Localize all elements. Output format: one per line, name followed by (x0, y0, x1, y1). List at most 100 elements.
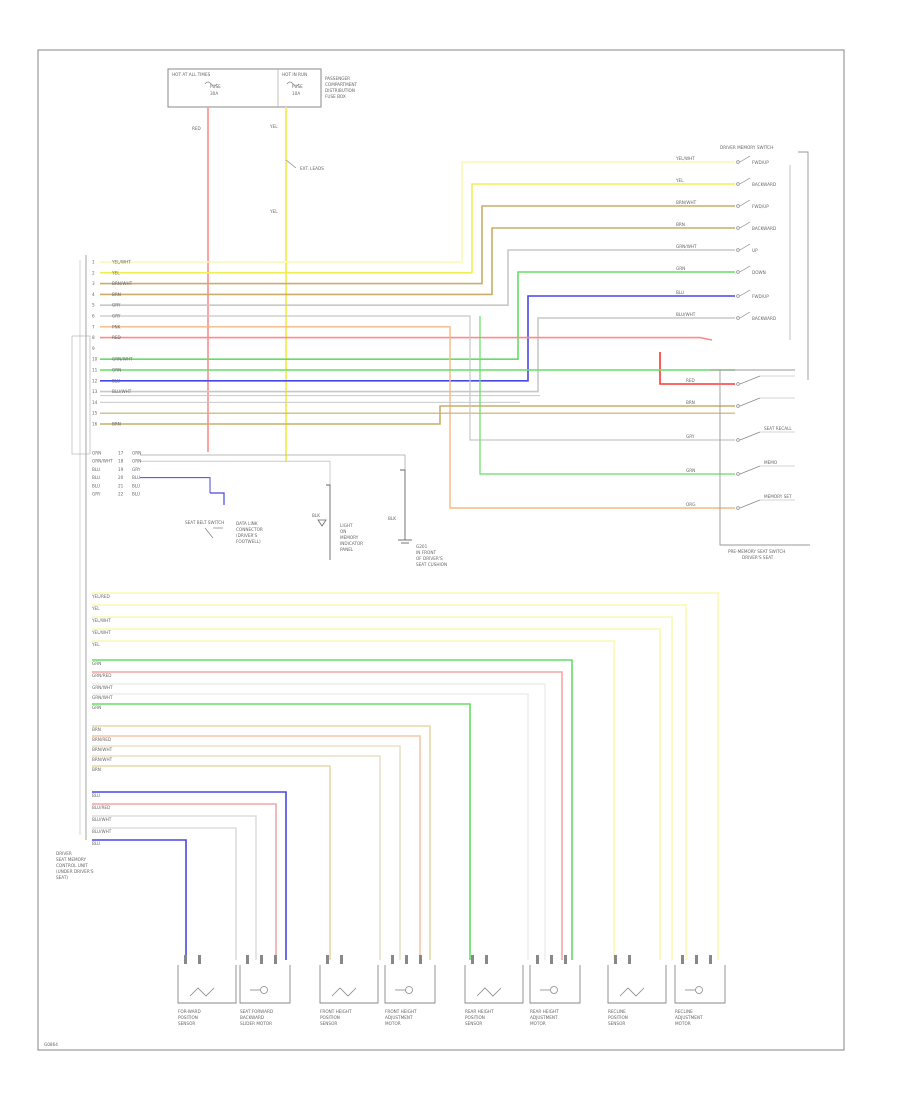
wire-yellow-1 (92, 604, 687, 960)
ground-2: OF DRIVER'S (416, 556, 443, 561)
motor-line2-7: ADJUSTMENT (675, 1015, 703, 1020)
wire-runs (92, 161, 735, 960)
motor-terminal-0-1 (198, 955, 201, 964)
motor-terminal-6-1 (628, 955, 631, 964)
top-switch-contact-7 (736, 316, 740, 320)
motor-outline-1 (239, 965, 291, 1004)
control-unit-bracket (71, 255, 91, 840)
lower-pin-left-21: BLU (92, 483, 100, 488)
top-switch-blade-4 (739, 243, 751, 251)
pre-memory-blade-3 (739, 465, 761, 475)
wire-red-to-switch (100, 336, 713, 341)
connector-pin-label-6: GRY (112, 314, 121, 319)
connector-pin-13: 13 (92, 389, 98, 394)
fuse-right-amps: 10A (292, 91, 300, 96)
wire-lower-2 (140, 477, 211, 493)
lower-pin-left-18: GRN/WHT (92, 459, 113, 464)
wire-orange-memset (100, 326, 735, 509)
wire-green-3 (92, 693, 529, 960)
connector-pin-14: 14 (92, 400, 98, 405)
lower-pin-left-22: GRY (92, 492, 101, 497)
fuse-right-fuse: FUSE (292, 84, 303, 89)
top-switch-contact-4 (736, 248, 740, 252)
motor-terminal-7-0 (681, 955, 684, 964)
wire-brown-switch (100, 405, 735, 425)
lower-pin-num-21: 21 (118, 483, 124, 488)
lower-pin-right-19: GRY (132, 467, 141, 472)
wire-tan-label-4: BRN (92, 767, 101, 772)
wire-tan-label-3: BRN/WHT (92, 757, 113, 762)
connector-pin-12: 12 (92, 378, 98, 383)
lower-pin-right-21: BLU (132, 483, 140, 488)
top-switch-contact-1 (736, 182, 740, 186)
top-switch-wire-label-7: BLU/WHT (676, 312, 696, 317)
diode-1: ON (340, 529, 346, 534)
connector-pin-8: 8 (92, 335, 95, 340)
ground-1: IN FRONT (416, 550, 436, 555)
wire-yellow-label-4: YEL (91, 642, 100, 647)
sensor-element-4 (476, 987, 502, 997)
wire-tan-3 (92, 755, 381, 960)
top-switch-pos-label-5: DOWN (752, 270, 766, 275)
top-switch-pos-label-3: BACKWARD (752, 226, 776, 231)
top-switch-pos-label-2: FWD/UP (752, 204, 769, 209)
connector-pin-9: 9 (92, 346, 95, 351)
connector-pin-6: 6 (92, 314, 95, 319)
wire-yellow-2 (92, 616, 673, 960)
pre-memory-blade-2 (739, 431, 761, 441)
pre-memory-label-3: MEMO (764, 460, 778, 465)
wire-green-label-1: GRN/RED (92, 673, 111, 678)
data-link-2: (DRIVER'S (236, 533, 258, 538)
motor-line2-3: ADJUSTMENT (385, 1015, 413, 1020)
wire-yellow-4 (92, 640, 615, 960)
top-switch-contact-2 (736, 204, 740, 208)
top-switch-contact-6 (736, 294, 740, 298)
label-blk-2: BLK (388, 516, 396, 521)
fuse-right-title: HOT IN RUN (282, 72, 307, 77)
wire-blue-label-0: BLU (92, 793, 100, 798)
wire-gray-recall (100, 315, 735, 441)
wire-yellow-label-1: YEL (91, 606, 100, 611)
label-blk-1: BLK (312, 513, 320, 518)
motor-outline-5 (529, 965, 581, 1004)
wire-lower-1 (140, 460, 331, 485)
top-switch-pos-label-6: FWD/UP (752, 294, 769, 299)
wire-blue-2 (92, 815, 257, 960)
sensor-element-6 (619, 987, 645, 997)
pre-memory-blade-0 (739, 375, 761, 385)
motor-terminal-2-1 (340, 955, 343, 964)
motor-line1-7: RECLINE (675, 1009, 693, 1014)
lower-pin-right-17: GRN (132, 451, 141, 456)
pre-memory-blade-1 (739, 397, 761, 407)
motor-terminal-4-1 (485, 955, 488, 964)
wire-green-label-0: GRN (92, 661, 101, 666)
wire-tan-0 (92, 725, 431, 960)
motor-line1-3: FRONT HEIGHT (385, 1009, 417, 1014)
lower-pin-num-22: 22 (118, 492, 124, 497)
data-link-1: CONNECTOR (236, 527, 263, 532)
pre-memory-contact-1 (736, 404, 740, 408)
sensor-element-2 (331, 987, 357, 997)
top-switch-pos-label-0: FWD/UP (752, 160, 769, 165)
connector-pin-7: 7 (92, 324, 95, 329)
pre-memory-title: PRE-MEMORY SEAT SWITCH (728, 549, 785, 554)
diode-4: PANEL (340, 547, 354, 552)
connector-pin-label-13: BLU/WHT (112, 389, 132, 394)
wire-tan-1 (92, 735, 421, 960)
wire-blue-0 (92, 791, 287, 960)
wire-yellow-label-top: YEL (269, 124, 278, 129)
top-switch-blade-7 (739, 311, 751, 319)
motor-line1-0: FOR-WARD (178, 1009, 201, 1014)
connector-pin-label-12: BLU (112, 378, 120, 383)
wire-tan-4 (92, 765, 331, 960)
top-switch-contacts: YEL/WHTFWD/UPYELBACKWARDBRN/WHTFWD/UPBRN… (675, 155, 776, 321)
wire-top-switch-0 (100, 161, 735, 263)
motor-line3-7: MOTOR (675, 1021, 691, 1026)
motor-element-5 (550, 986, 558, 994)
control-unit-label-1: SEAT MEMORY (56, 857, 87, 862)
motor-terminal-1-1 (260, 955, 263, 964)
motor-outline-0 (177, 965, 237, 1004)
ext-leads-label: EXT. LEADS (300, 166, 324, 171)
motor-line2-5: ADJUSTMENT (530, 1015, 558, 1020)
